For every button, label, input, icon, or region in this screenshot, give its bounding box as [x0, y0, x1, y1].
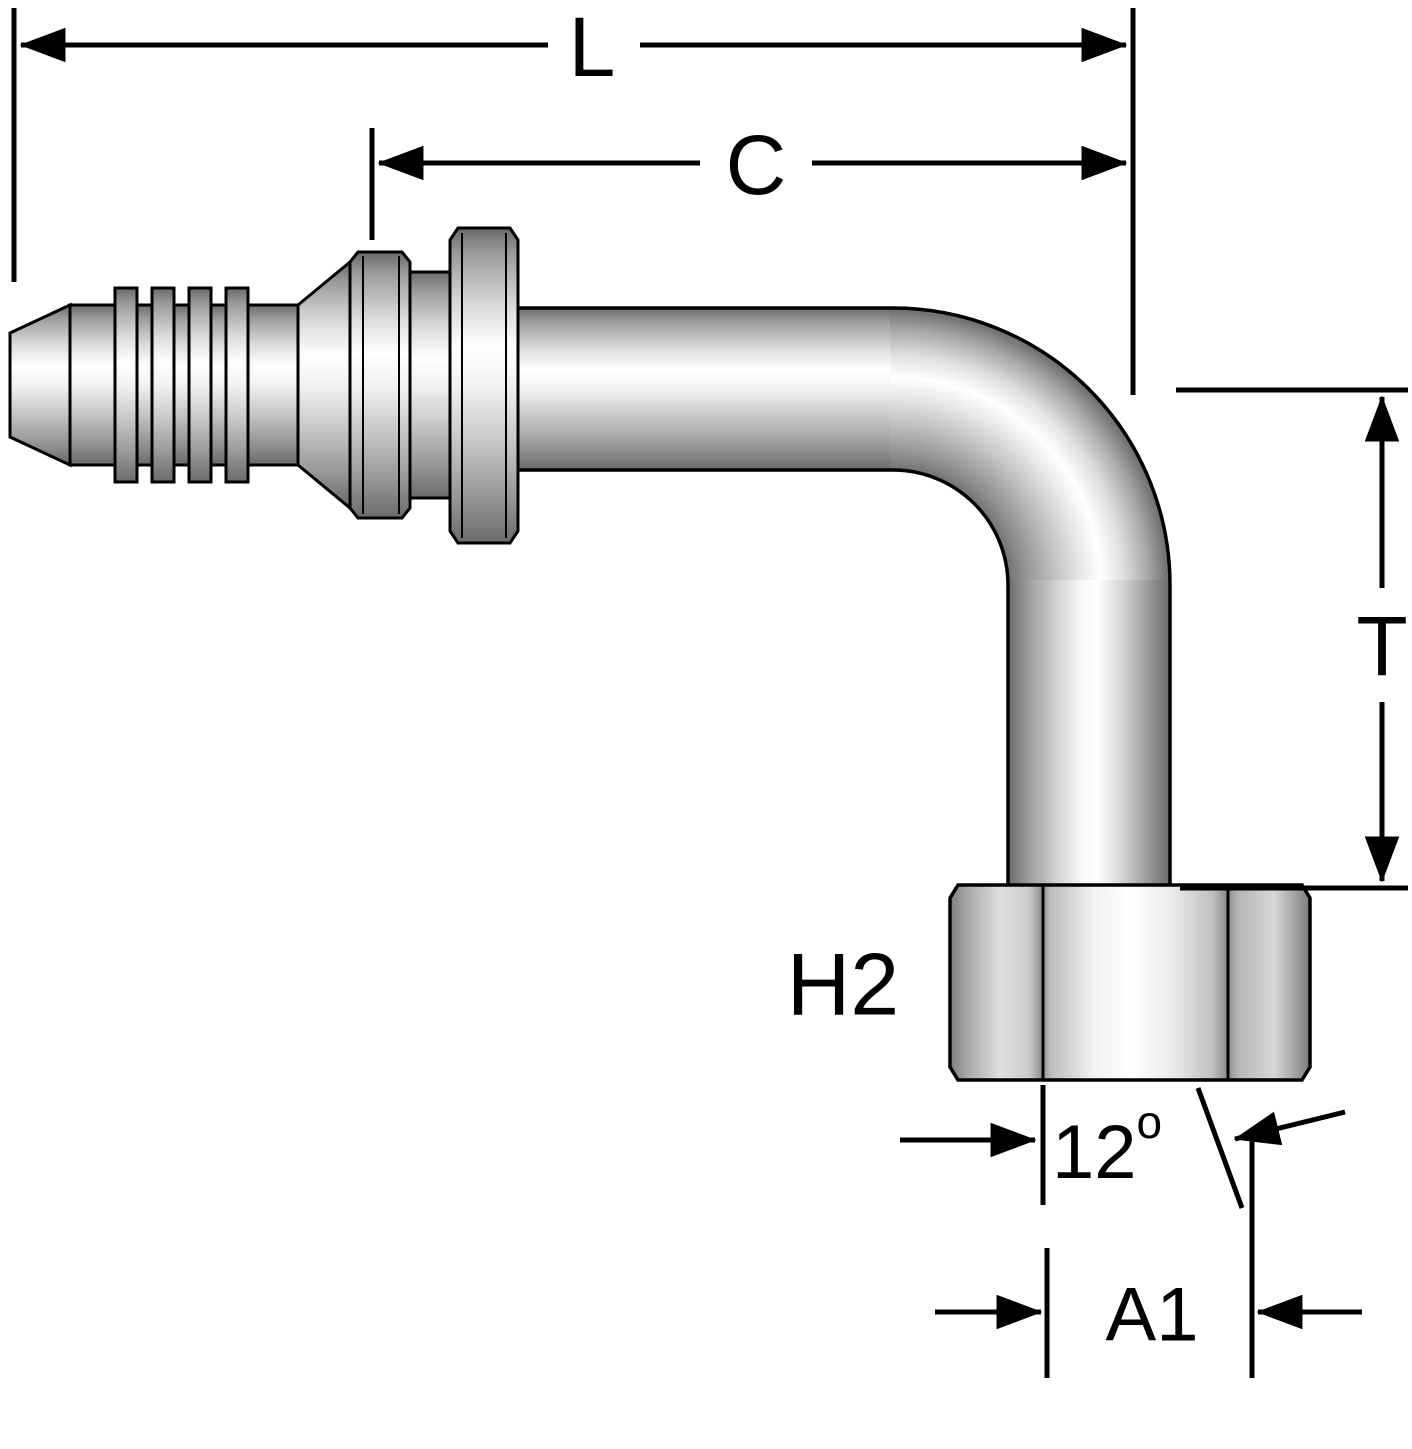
collar-neck	[408, 270, 452, 500]
angle-extension-right-slanted	[1195, 1087, 1245, 1209]
barb-flare-cone	[296, 258, 352, 512]
tube-outline	[505, 306, 1172, 884]
collar-ring-1	[348, 250, 412, 520]
fitting-body	[8, 226, 1312, 1082]
seat-angle-degree-mark: o	[1137, 1096, 1163, 1148]
hex-nut	[948, 883, 1312, 1082]
collar-ring-2	[448, 226, 520, 545]
horizontal-tube	[505, 308, 895, 470]
barb-rib	[187, 286, 213, 484]
hex-size-label: H2	[787, 935, 900, 1034]
dimension-T	[1176, 387, 1408, 891]
barb-rib	[224, 286, 250, 484]
barb-rib	[150, 286, 176, 484]
dimension-L	[11, 8, 1136, 395]
dim-L-label: L	[569, 0, 616, 94]
dimension-C	[369, 128, 1128, 240]
angle-arrow-right	[1233, 1109, 1346, 1146]
vertical-tube	[1008, 580, 1170, 885]
dimension-A1	[935, 1138, 1362, 1378]
barb-rib	[113, 286, 139, 484]
dim-A1-label: A1	[1106, 1273, 1199, 1358]
seat-angle-value: 12	[1052, 1110, 1137, 1195]
dimension-seat-angle	[900, 1085, 1346, 1209]
dim-C-label: C	[726, 118, 787, 212]
seat-angle-label: 12o	[1052, 1096, 1162, 1195]
dim-T-label: T	[1356, 599, 1407, 693]
barb-nose	[8, 302, 72, 468]
tube-bend	[890, 308, 1170, 585]
